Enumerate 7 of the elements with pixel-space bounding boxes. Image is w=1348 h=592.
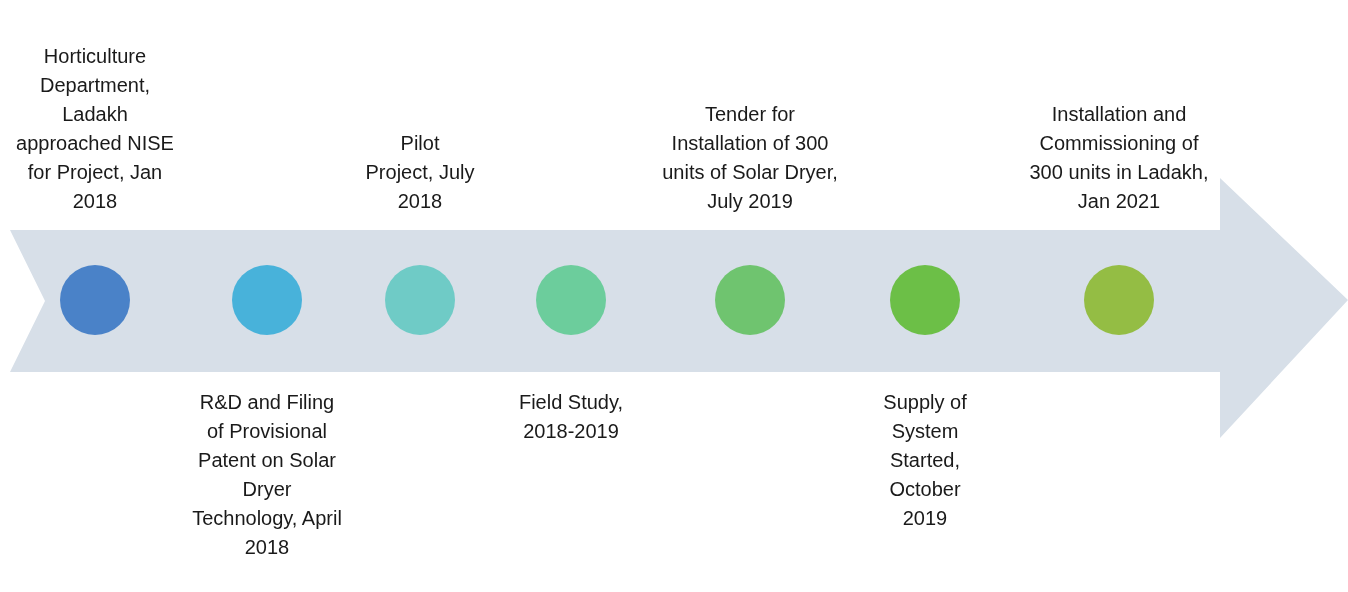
milestone-text: Tender for Installation of 300 units of Solar Dryer, July 2019: [661, 102, 839, 214]
milestone-text: Supply of System Started, October 2019: [882, 390, 968, 531]
milestone-text: Pilot Project, July 2018: [365, 131, 475, 214]
milestone-text: R&D and Filing of Provisional Patent on Solar Dryer Technology, April 2018: [192, 390, 342, 560]
milestone-text: Field Study, 2018-2019: [517, 390, 625, 444]
milestone-text: Installation and Commissioning of 300 units in Ladakh, Jan 2021: [1028, 102, 1210, 214]
milestone-text: Horticulture Department, Ladakh approached NISE for Project, Jan 2018: [15, 44, 175, 214]
